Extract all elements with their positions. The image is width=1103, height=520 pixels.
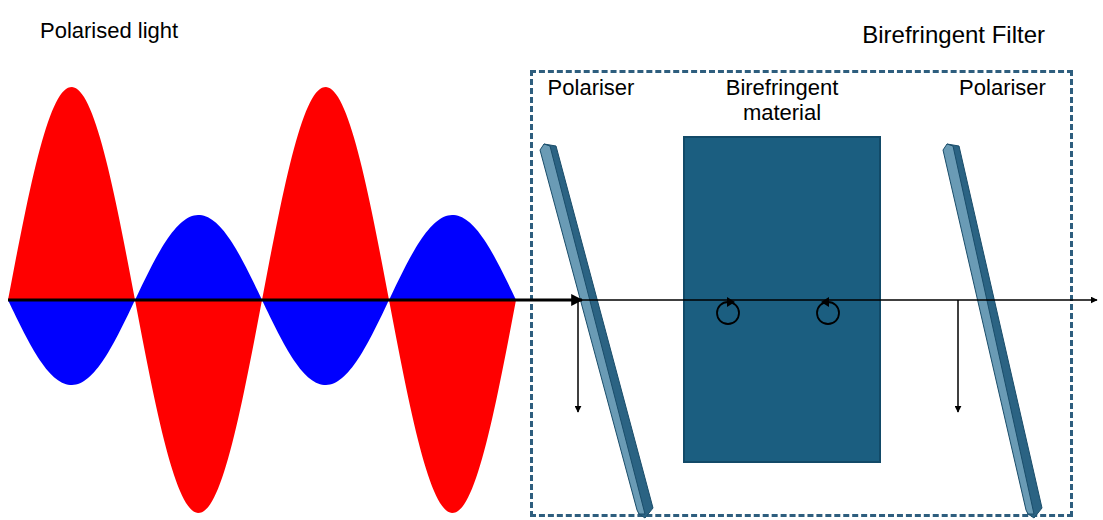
- part-label: Birefringent material: [697, 75, 867, 126]
- group-heading: Birefringent Filter: [862, 21, 1045, 49]
- wave-label: Polarised light: [40, 18, 178, 43]
- polariser-shape: [935, 75, 1070, 520]
- polarisation-arrow: [577, 300, 579, 412]
- material-part: Birefringent material: [680, 75, 884, 467]
- polariser-part: Polariser: [527, 75, 655, 520]
- polarisation-arrow: [957, 300, 959, 412]
- rotation-symbol: [717, 297, 739, 324]
- polariser-part: Polariser: [935, 75, 1070, 520]
- filter-frame: Birefringent FilterPolariserBirefringent…: [530, 70, 1073, 517]
- wave-axis-arrow: [8, 299, 582, 302]
- part-label: Polariser: [940, 75, 1065, 100]
- part-label: Polariser: [531, 75, 651, 100]
- red-wave: [8, 87, 516, 513]
- beam-arrow: [582, 299, 1097, 301]
- rotation-symbol: [817, 297, 839, 324]
- polariser-shape: [527, 75, 655, 520]
- material-shape: [680, 75, 884, 467]
